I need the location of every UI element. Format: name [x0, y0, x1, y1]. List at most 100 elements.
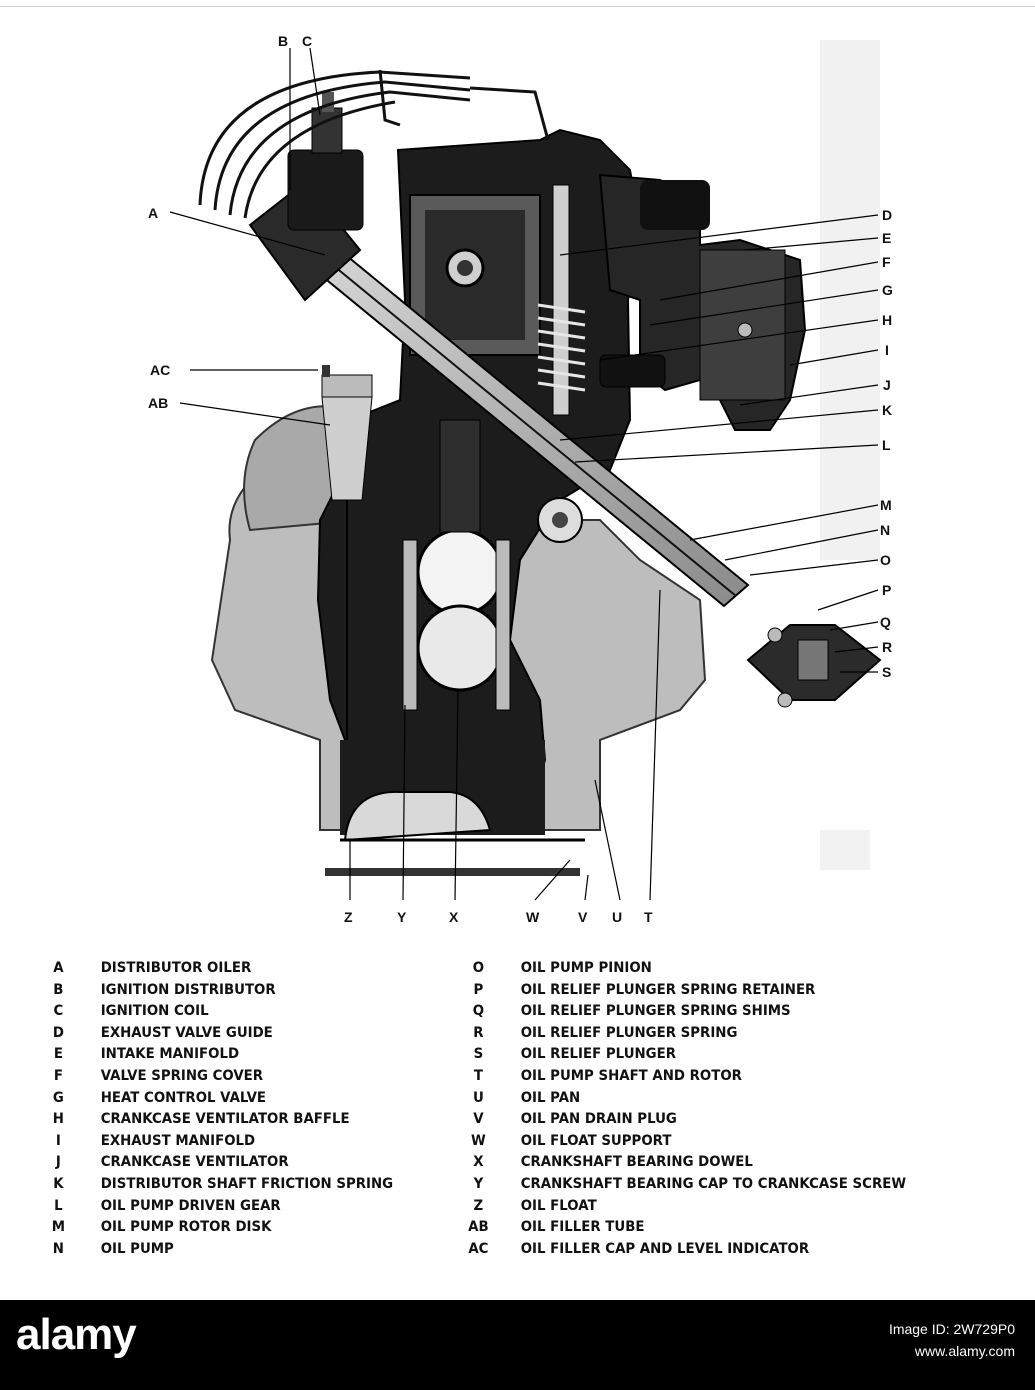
site-url[interactable]: www.alamy.com	[914, 1343, 1015, 1359]
brand-logo[interactable]: alamy	[16, 1310, 137, 1359]
legend-key: U	[472, 1089, 484, 1106]
legend-text: OIL PUMP SHAFT AND ROTOR	[520, 1067, 742, 1084]
legend-key: G	[52, 1089, 64, 1106]
paper-smudge-lower	[820, 830, 870, 870]
heat-control-valve	[737, 322, 753, 338]
legend-text: OIL RELIEF PLUNGER SPRING	[520, 1024, 738, 1041]
legend-row: Q OIL RELIEF PLUNGER SPRING SHIMS	[460, 1001, 975, 1023]
page-sheet: B C A AC AB D E F G H I J K L M N O P Q …	[0, 6, 1035, 1260]
label-F: F	[882, 254, 891, 270]
watermark-footer	[0, 1300, 1035, 1390]
part-labels: B C A AC AB D E F G H I J K L M N O P Q …	[148, 33, 893, 925]
label-A: A	[148, 205, 158, 221]
legend-key: A	[53, 960, 64, 976]
legend-key: AC	[468, 1240, 489, 1257]
legend-row: J CRANKCASE VENTILATOR	[40, 1152, 445, 1174]
engine-cutaway-diagram: B C A AC AB D E F G H I J K L M N O P Q …	[148, 33, 893, 925]
legend-row: V OIL PAN DRAIN PLUG	[460, 1109, 975, 1131]
oil-pump-gear-hub	[552, 512, 568, 528]
label-V: V	[578, 909, 588, 925]
legend-key: V	[473, 1111, 484, 1128]
legend-row: S OIL RELIEF PLUNGER	[460, 1044, 975, 1066]
bearing-cap-bolt-left	[402, 539, 418, 711]
legend-key: D	[52, 1024, 64, 1041]
legend-text: IGNITION DISTRIBUTOR	[100, 981, 276, 998]
legend-row: C IGNITION COIL	[40, 1001, 445, 1023]
legend-key: B	[53, 981, 64, 998]
legend-row: K DISTRIBUTOR SHAFT FRICTION SPRING	[40, 1174, 445, 1196]
label-Q: Q	[880, 614, 891, 630]
legend-key: Z	[473, 1197, 484, 1214]
legend-text: OIL PAN DRAIN PLUG	[520, 1111, 677, 1128]
legend-key: R	[473, 1024, 484, 1041]
legend-text: OIL PUMP DRIVEN GEAR	[100, 1197, 281, 1214]
legend-row: U OIL PAN	[460, 1088, 975, 1110]
label-R: R	[882, 639, 892, 655]
legend-key: Q	[472, 1003, 485, 1020]
legend-key: C	[53, 1003, 64, 1020]
legend-text: OIL FILLER CAP AND LEVEL INDICATOR	[520, 1240, 810, 1257]
legend-text: VALVE SPRING COVER	[100, 1067, 264, 1084]
legend-text: IGNITION COIL	[100, 1003, 209, 1020]
legend-text: CRANKCASE VENTILATOR	[100, 1154, 289, 1171]
legend-text: OIL RELIEF PLUNGER	[520, 1046, 677, 1063]
legend-text: OIL RELIEF PLUNGER SPRING RETAINER	[520, 981, 816, 998]
legend-key: H	[52, 1111, 64, 1128]
legend-text: OIL PUMP	[100, 1240, 174, 1257]
legend-text: EXHAUST MANIFOLD	[100, 1132, 256, 1149]
legend-key: M	[51, 1219, 66, 1236]
legend-key: X	[473, 1154, 484, 1171]
legend-key: J	[55, 1154, 61, 1171]
legend-row: I EXHAUST MANIFOLD	[40, 1131, 445, 1153]
legend-text: OIL RELIEF PLUNGER SPRING SHIMS	[520, 1003, 791, 1020]
crankshaft-journal-upper	[416, 528, 504, 616]
distributor-housing	[248, 92, 364, 302]
label-X: X	[449, 909, 459, 925]
leader-lines	[169, 47, 879, 901]
legend-row: A DISTRIBUTOR OILER	[40, 958, 445, 980]
legend-key: W	[471, 1132, 486, 1149]
legend-text: DISTRIBUTOR SHAFT FRICTION SPRING	[100, 1175, 394, 1192]
label-L: L	[882, 437, 891, 453]
legend-key: E	[53, 1046, 63, 1063]
manifold-cap	[640, 180, 710, 230]
label-Z: Z	[344, 909, 353, 925]
legend-key: S	[473, 1046, 484, 1063]
legend-text: OIL FLOAT	[520, 1197, 597, 1214]
label-G: G	[882, 282, 893, 298]
label-E: E	[882, 230, 891, 246]
label-H: H	[882, 312, 892, 328]
legend-column-left: A DISTRIBUTOR OILER B IGNITION DISTRIBUTOR…	[40, 958, 480, 1260]
legend-key: AB	[468, 1219, 489, 1236]
oil-relief-plunger-assembly	[746, 624, 882, 708]
legend-key: I	[55, 1132, 61, 1149]
label-S: S	[882, 664, 891, 680]
legend-key: K	[53, 1175, 64, 1192]
legend-text: OIL PAN	[520, 1089, 581, 1106]
paper-smudge	[820, 40, 880, 560]
crankcase-ventilator	[599, 354, 666, 388]
connecting-rod	[439, 419, 481, 533]
label-W: W	[526, 909, 540, 925]
legend-text: DISTRIBUTOR OILER	[100, 960, 252, 976]
legend-text: OIL FILLER TUBE	[520, 1219, 645, 1236]
oil-pan	[325, 740, 585, 876]
label-Y: Y	[397, 909, 407, 925]
legend-text: INTAKE MANIFOLD	[100, 1046, 240, 1063]
label-B: B	[278, 33, 288, 49]
legend-text: HEAT CONTROL VALVE	[100, 1089, 267, 1106]
legend-text: CRANKSHAFT BEARING DOWEL	[520, 1154, 753, 1171]
legend-row: G HEAT CONTROL VALVE	[40, 1088, 445, 1110]
legend-key: P	[473, 981, 484, 998]
image-id-label: Image ID: 2W729P0	[888, 1321, 1015, 1337]
